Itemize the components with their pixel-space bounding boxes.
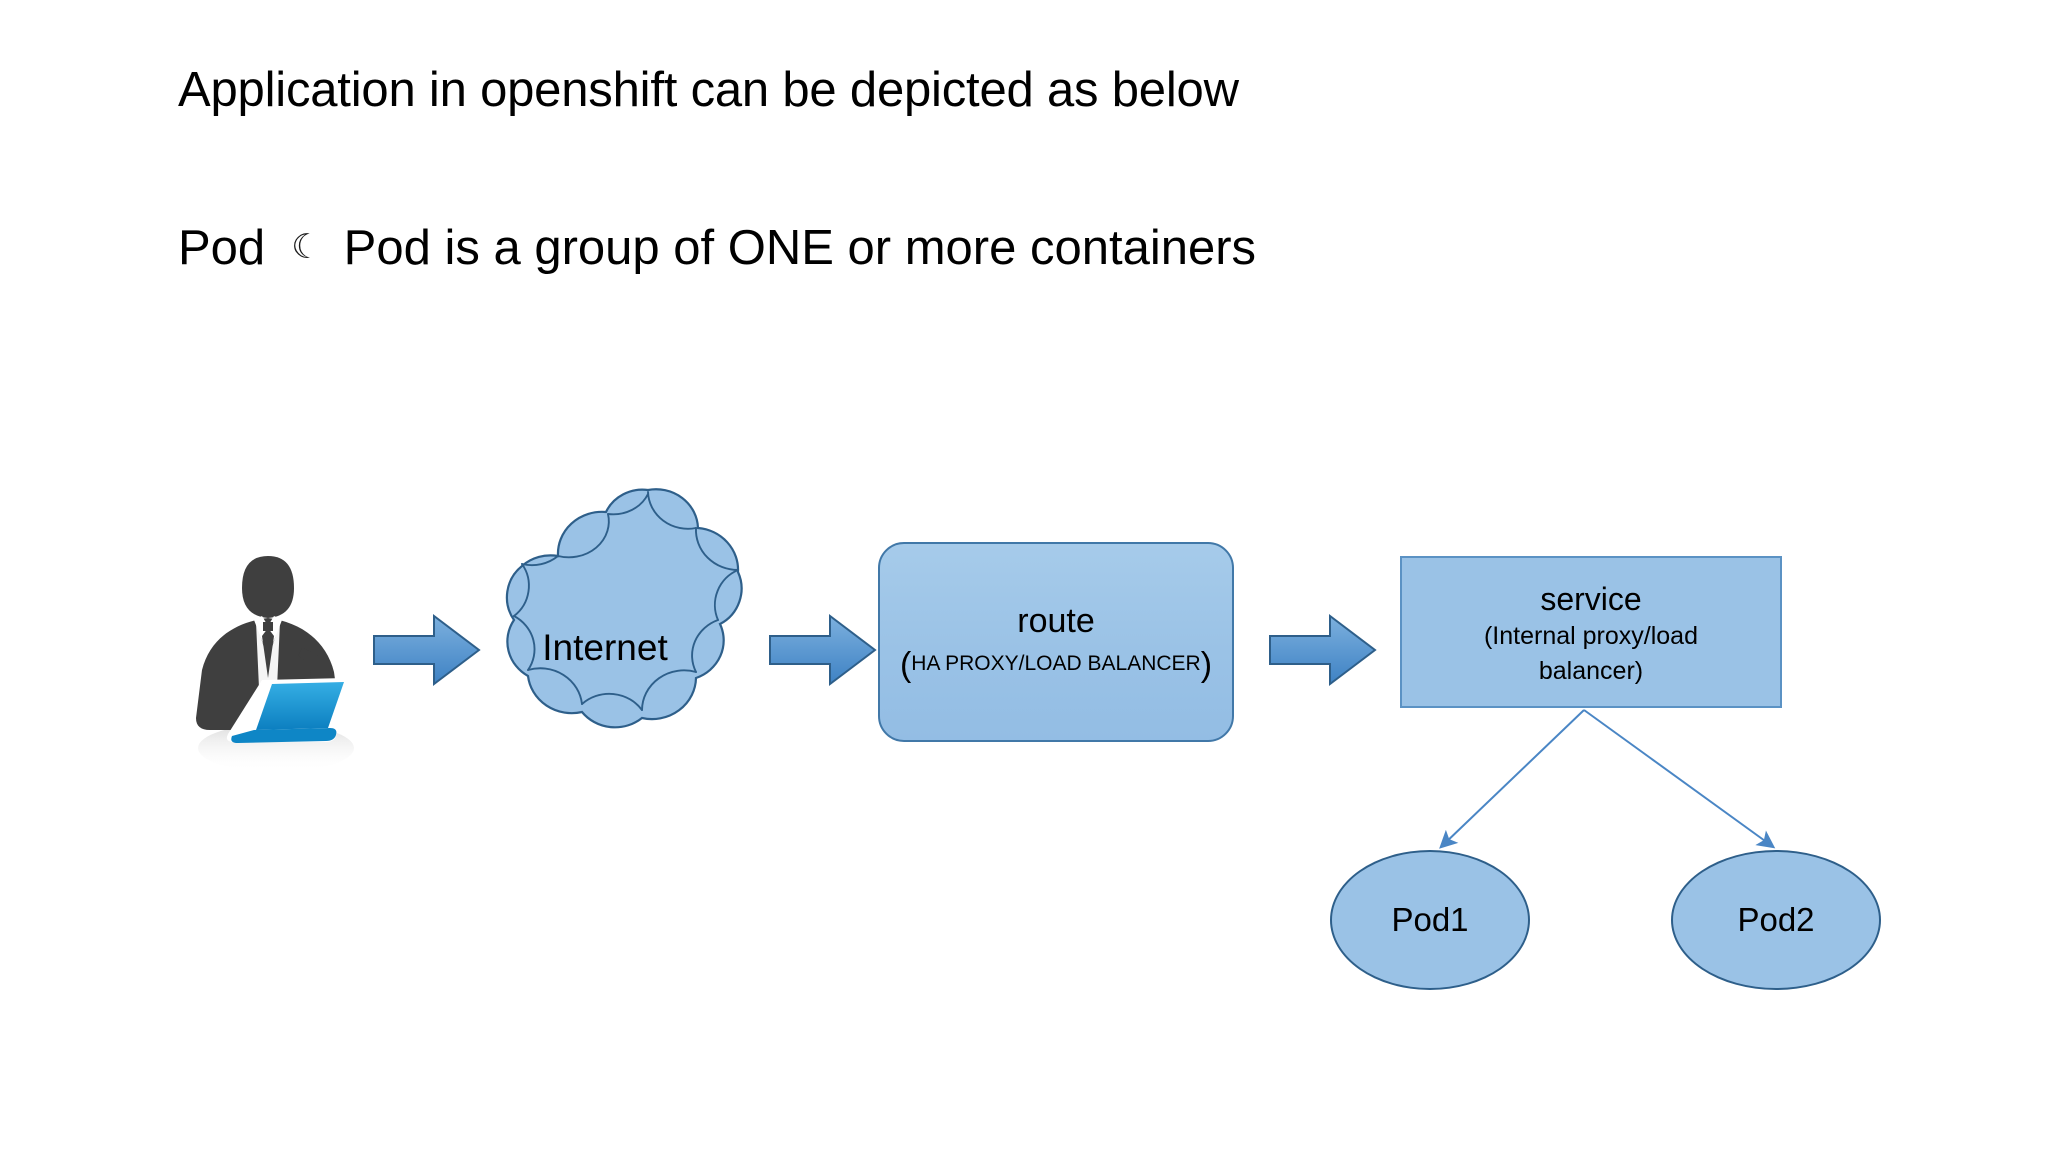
pod-definition-line: Pod ☾ Pod is a group of ONE or more cont… [178,220,1778,278]
route-title: route [1017,602,1095,641]
connector-service-to-pod1 [1439,709,1585,849]
pod2-node: Pod2 [1671,850,1881,990]
service-subtitle: (Internal proxy/load balancer) [1483,622,1698,685]
route-subtitle-text: HA PROXY/LOAD BALANCER [911,652,1201,676]
arrow-user-to-internet [372,608,482,692]
person-with-laptop-icon [176,552,372,782]
route-paren-open: ( [899,645,912,684]
page-title: Application in openshift can be depicted… [178,63,1239,117]
pod-label: Pod [178,220,266,275]
crescent-moon-icon: ☾ [291,227,322,266]
route-subtitle: ( HA PROXY/LOAD BALANCER ) [899,645,1213,684]
service-box: service (Internal proxy/load balancer) [1400,556,1782,708]
internet-cloud-shape [462,468,762,828]
route-paren-close: ) [1200,645,1213,684]
connector-service-to-pod2 [1583,709,1776,849]
route-box: route ( HA PROXY/LOAD BALANCER ) [878,542,1234,742]
slide-text-block: Application in openshift can be depicted… [178,62,1778,278]
pod-definition-text: Pod is a group of ONE or more containers [343,220,1257,275]
internet-label: Internet [542,627,668,668]
pod1-node: Pod1 [1330,850,1530,990]
arrow-internet-to-route [768,608,878,692]
arrow-route-to-service [1268,608,1378,692]
service-title: service [1540,580,1642,617]
